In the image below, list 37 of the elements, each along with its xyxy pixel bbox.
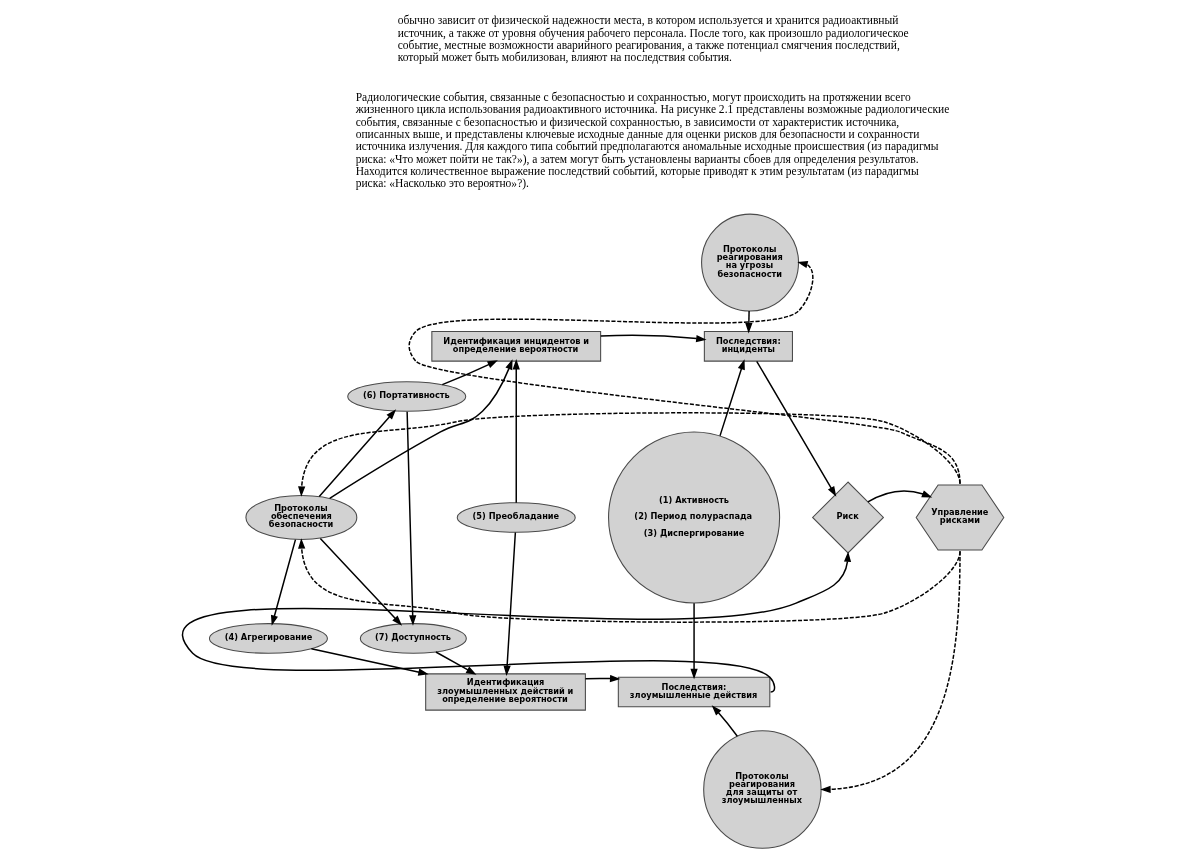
node-box: Идентификация злоумышленных действий и определение вероятности [425,673,586,711]
arrow [270,538,297,626]
arrow [745,310,753,334]
arrow [512,359,520,504]
arrow [719,359,745,437]
arrow [503,531,517,676]
arrow [310,647,429,676]
arrow [298,538,961,623]
arrow [406,410,417,626]
node-ellipse: (5) Преобладание [456,502,576,533]
arrow [690,602,698,680]
node-box: Последствия: инциденты [703,330,793,362]
node-box: Идентификация инцидентов и определение вероятности [431,330,602,362]
node-circle: Протоколы реагирования на угрозы безопасности [701,213,800,312]
arrow [584,674,621,683]
arrow [435,651,477,675]
node-ellipse: (6) Портативность [347,381,467,412]
label: обычно зависит от физической надежности места, в котором используется и хранится радиоактивный источник, а также от уровня обучения рабочего персонала. После того, как произошло радиологическое событие, местные возможности аварийного реагирования, а также потенциал смягчения последствий, который может быть мобилизован, влияют на последствия события. [397,14,909,64]
node-circle: Протоколы реагирования для защиты от злоумышленных [703,730,822,849]
node-ellipse: (4) Агрегирование [208,623,328,654]
arrow [867,490,933,503]
label: Радиологические события, связанные с безопасностью и сохранностью, могут происходить на протяжении всего жизненного цикла использования радиоактивного источника. На рисунке 2.1 представлены возможные радиологические события, связанные с безопасностью и физической сохранностью, в зависимости от характеристик источника, описанных выше, и представлены ключевые исходные данные для оценки рисков для безопасности и сохранности источника излучения. Для каждого типа событий предполагаются аномальные исходные происшествия (из парадигмы риска: «Что может пойти не так?»), а затем могут быть установлены варианты сбоев для определения результатов. Находится количественное выражение последствий событий, которые приводят к этим результатам (из парадигмы риска: «Насколько это вероятно»?). [355,90,950,190]
arrow [711,705,739,737]
node-circle: (1) Активность (2) Период полураспада (3) Диспергирование [608,431,781,604]
arrow [441,360,498,386]
node-box: Последствия: злоумышленные действия [617,676,771,708]
arrow [319,537,403,626]
arrow [298,412,961,497]
arrow [328,359,513,500]
arrow [181,551,852,693]
node-diamond: Риск [811,481,885,554]
arrow [318,409,397,498]
arrow [820,550,961,793]
node-ellipse: Протоколы обеспечения безопасности [245,494,358,541]
arrow [600,334,707,343]
node-ellipse: (7) Доступность [359,623,467,654]
arrow [756,360,837,497]
